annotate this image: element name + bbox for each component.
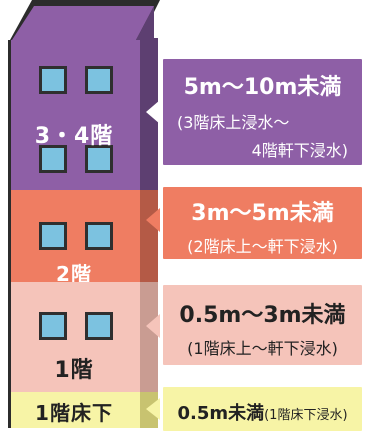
window	[39, 145, 67, 173]
depth-range: 0.5m〜3m未満	[179, 303, 346, 328]
callout-pointer	[146, 398, 160, 420]
callout-pointer	[146, 100, 160, 124]
window	[85, 222, 113, 250]
depth-detail: (3階床上浸水〜	[177, 113, 290, 132]
floor-1-block	[8, 282, 140, 392]
floor-label-underfloor: 1階床下	[35, 401, 113, 425]
window	[85, 145, 113, 173]
depth-detail: 4階軒下浸水)	[251, 141, 348, 160]
floor-2-side	[140, 190, 158, 282]
callout-0.5m-3m: 0.5m〜3m未満 (1階床上〜軒下浸水)	[160, 282, 365, 368]
window	[39, 312, 67, 340]
window	[39, 222, 67, 250]
depth-range: 3m〜5m未満	[191, 201, 334, 226]
depth-detail: (1階床上〜軒下浸水)	[187, 339, 338, 358]
underfloor-block	[8, 392, 140, 428]
floor-3-4-block	[8, 40, 140, 190]
depth-detail: (1階床下浸水)	[264, 408, 348, 423]
window	[85, 312, 113, 340]
depth-range: 0.5m未満	[177, 403, 265, 424]
callout-pointer	[146, 314, 160, 338]
window	[85, 66, 113, 94]
callout-3m-5m: 3m〜5m未満 (2階床上〜軒下浸水)	[160, 184, 365, 262]
depth-range: 5m〜10m未満	[183, 75, 342, 100]
floor-label-1: 1階	[54, 358, 94, 383]
window	[39, 66, 67, 94]
depth-detail: (2階床上〜軒下浸水)	[187, 237, 338, 256]
callout-under-0.5m: 0.5m未満(1階床下浸水)	[160, 384, 365, 434]
callout-5m-10m: 5m〜10m未満 (3階床上浸水〜 4階軒下浸水)	[160, 56, 365, 168]
callout-pointer	[146, 208, 160, 232]
floor-label-3-4: 3・4階	[34, 124, 114, 149]
floor-2-block	[8, 190, 140, 282]
